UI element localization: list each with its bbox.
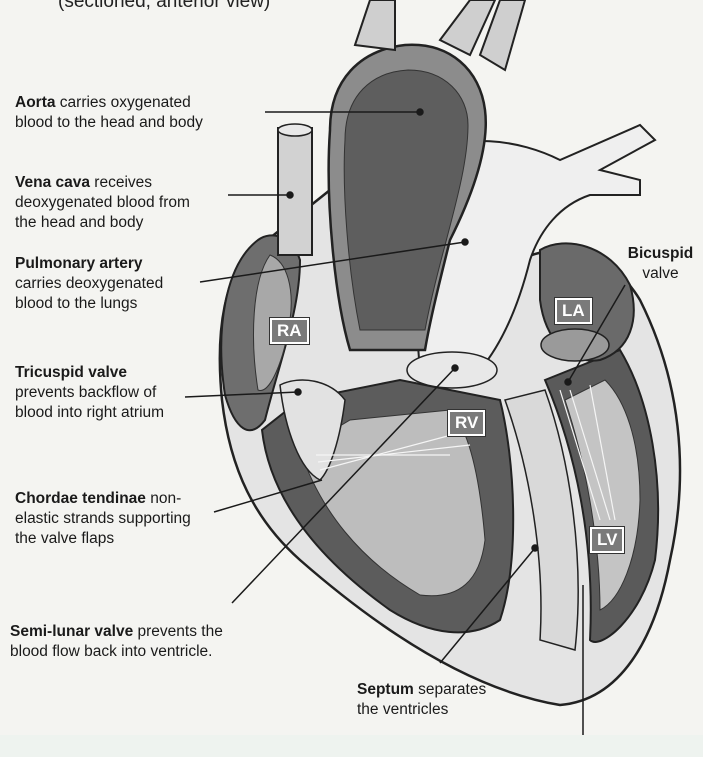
vena-cava [278, 128, 312, 255]
label-tricuspid-desc-1: prevents backflow of [15, 384, 156, 401]
label-vena-cava: Vena cava receives deoxygenated blood fr… [15, 173, 190, 233]
bottom-band [0, 735, 703, 757]
label-bicuspid: Bicuspid valve [618, 244, 703, 284]
label-tricuspid-desc-2: blood into right atrium [15, 404, 164, 421]
label-septum-term: Septum [357, 681, 414, 698]
right-ventricle-tag: RV [448, 410, 485, 436]
aorta-branch-1 [355, 0, 395, 50]
label-aorta-desc-2: blood to the head and body [15, 114, 203, 131]
label-chordae: Chordae tendinae non- elastic strands su… [15, 489, 191, 549]
label-septum-desc-1: separates [414, 681, 486, 698]
label-vena-cava-desc-2: deoxygenated blood from [15, 194, 190, 211]
label-aorta-desc-1: carries oxygenated [55, 94, 190, 111]
label-bicuspid-term-1: Bicuspid [628, 245, 693, 262]
label-chordae-desc-3: the valve flaps [15, 530, 114, 547]
left-ventricle-tag: LV [590, 527, 624, 553]
label-vena-cava-desc-3: the head and body [15, 214, 143, 231]
label-chordae-desc-1: non- [146, 490, 181, 507]
label-vena-cava-term: Vena cava [15, 174, 90, 191]
label-tricuspid-term: Tricuspid valve [15, 364, 127, 381]
label-semilunar: Semi-lunar valve prevents the blood flow… [10, 622, 223, 662]
label-semilunar-term: Semi-lunar valve [10, 623, 133, 640]
label-chordae-term: Chordae tendinae [15, 490, 146, 507]
label-vena-cava-desc-1: receives [90, 174, 152, 191]
left-atrium-tag: LA [555, 298, 592, 324]
label-chordae-desc-2: elastic strands supporting [15, 510, 191, 527]
label-semilunar-desc-1: prevents the [133, 623, 223, 640]
label-semilunar-desc-2: blood flow back into ventricle. [10, 643, 212, 660]
label-bicuspid-term-2: valve [642, 265, 678, 282]
label-aorta: Aorta carries oxygenated blood to the he… [15, 93, 203, 133]
label-pulmonary-artery: Pulmonary artery carries deoxygenated bl… [15, 254, 163, 314]
label-septum: Septum separates the ventricles [357, 680, 486, 720]
label-aorta-term: Aorta [15, 94, 55, 111]
label-pulmonary-desc-2: blood to the lungs [15, 295, 137, 312]
right-atrium-tag: RA [270, 318, 309, 344]
label-pulmonary-desc-1: carries deoxygenated [15, 275, 163, 292]
label-pulmonary-term: Pulmonary artery [15, 255, 143, 272]
label-septum-desc-2: the ventricles [357, 701, 448, 718]
label-tricuspid: Tricuspid valve prevents backflow of blo… [15, 363, 164, 423]
